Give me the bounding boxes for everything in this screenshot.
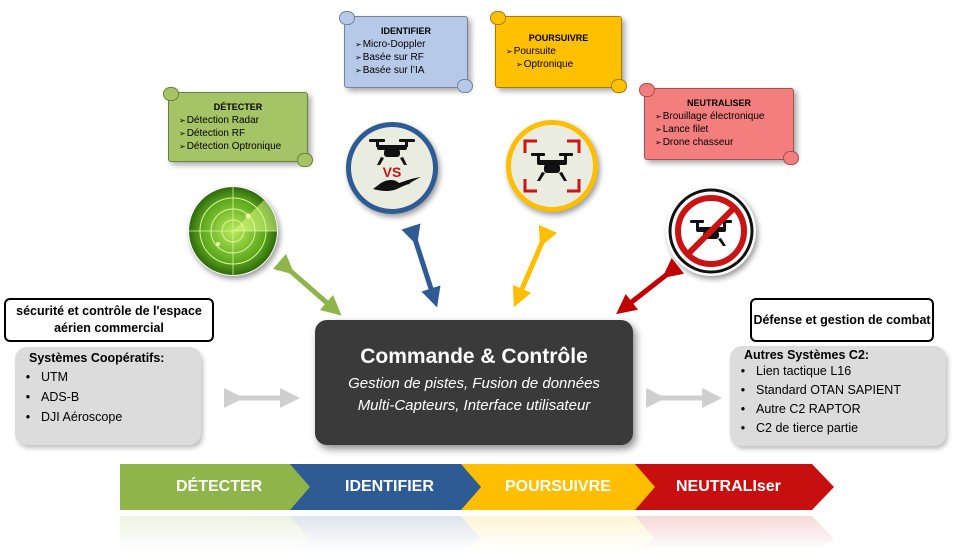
chevron-identify xyxy=(290,464,483,510)
scroll-neutraliser-list: Brouillage électronique Lance filet Dron… xyxy=(645,110,793,149)
list-item: Standard OTAN SAPIENT xyxy=(730,381,946,400)
right-context-label: Défense et gestion de combat xyxy=(750,298,934,342)
scroll-poursuivre-title: POURSUIVRE xyxy=(528,33,589,43)
scroll-neutraliser-title: NEUTRALISER xyxy=(686,98,751,108)
chevron-track xyxy=(461,464,657,510)
chevron-neutralize xyxy=(635,464,834,510)
list-item: Poursuite xyxy=(506,45,621,58)
arrow-neutralize xyxy=(616,257,685,315)
scroll-identifier-title: IDENTIFIER xyxy=(380,26,431,36)
arrow-detect xyxy=(272,253,342,316)
list-item: UTM xyxy=(15,367,201,387)
drone-vs-bird-icon: VS xyxy=(346,122,438,214)
command-control-box: Commande & Contrôle Gestion de pistes, F… xyxy=(315,320,633,445)
scroll-poursuivre: POURSUIVRE Poursuite Optronique xyxy=(490,11,627,93)
scroll-detecter: DÉTECTER Détection Radar Détection RF Dé… xyxy=(163,87,313,167)
arrow-identify xyxy=(401,223,441,308)
list-item: Optronique xyxy=(506,58,621,71)
chevron-neutralize-label: NEUTRALIser xyxy=(676,478,781,495)
other-c2-title: Autres Systèmes C2: xyxy=(744,348,870,362)
tracking-drone-icon xyxy=(506,120,598,212)
radar-icon xyxy=(188,186,278,276)
list-item: Brouillage électronique xyxy=(655,110,793,123)
scroll-detecter-title: DÉTECTER xyxy=(213,102,263,112)
list-item: Lien tactique L16 xyxy=(730,362,946,381)
scroll-neutraliser: NEUTRALISER Brouillage électronique Lanc… xyxy=(639,83,799,165)
scroll-identifier-list: Micro-Doppler Basée sur RF Basée sur l’I… xyxy=(345,38,467,77)
list-item: Basée sur l’IA xyxy=(355,64,467,77)
right-context-text: Défense et gestion de combat xyxy=(753,312,931,327)
list-item: C2 de tierce partie xyxy=(730,419,946,438)
list-item: Détection RF xyxy=(179,127,307,140)
list-item: DJI Aéroscope xyxy=(15,407,201,427)
command-control-line1: Gestion de pistes, Fusion de données xyxy=(348,375,600,392)
other-c2-list: Lien tactique L16 Standard OTAN SAPIENT … xyxy=(730,362,946,438)
list-item: Micro-Doppler xyxy=(355,38,467,51)
other-c2-box: Autres Systèmes C2: Lien tactique L16 St… xyxy=(730,346,946,446)
list-item: Lance filet xyxy=(655,123,793,136)
scroll-detecter-list: Détection Radar Détection RF Détection O… xyxy=(169,114,307,153)
chevron-detect-label: DÉTECTER xyxy=(176,478,263,495)
cooperative-systems-title: Systèmes Coopératifs: xyxy=(29,351,165,365)
command-control-title: Commande & Contrôle xyxy=(360,345,588,368)
scroll-poursuivre-list: Poursuite Optronique xyxy=(496,45,621,71)
arrow-track xyxy=(512,224,558,308)
cooperative-systems-list: UTM ADS-B DJI Aéroscope xyxy=(15,367,201,427)
chevron-identify-label: IDENTIFIER xyxy=(345,478,434,495)
cooperative-systems-box: Systèmes Coopératifs: UTM ADS-B DJI Aéro… xyxy=(15,347,201,445)
left-context-label: sécurité et contrôle de l'espace aérien … xyxy=(4,298,214,342)
list-item: Détection Radar xyxy=(179,114,307,127)
list-item: Détection Optronique xyxy=(179,140,307,153)
scroll-identifier: IDENTIFIER Micro-Doppler Basée sur RF Ba… xyxy=(339,11,473,93)
list-item: Basée sur RF xyxy=(355,51,467,64)
list-item: Drone chasseur xyxy=(655,136,793,149)
command-control-line2: Multi-Capteurs, Interface utilisateur xyxy=(357,397,591,414)
list-item: Autre C2 RAPTOR xyxy=(730,400,946,419)
vs-label: VS xyxy=(383,164,402,180)
left-context-text: sécurité et contrôle de l'espace aérien … xyxy=(16,304,202,335)
chevron-detect xyxy=(120,464,312,510)
list-item: ADS-B xyxy=(15,387,201,407)
chevron-track-label: POURSUIVRE xyxy=(505,478,611,495)
